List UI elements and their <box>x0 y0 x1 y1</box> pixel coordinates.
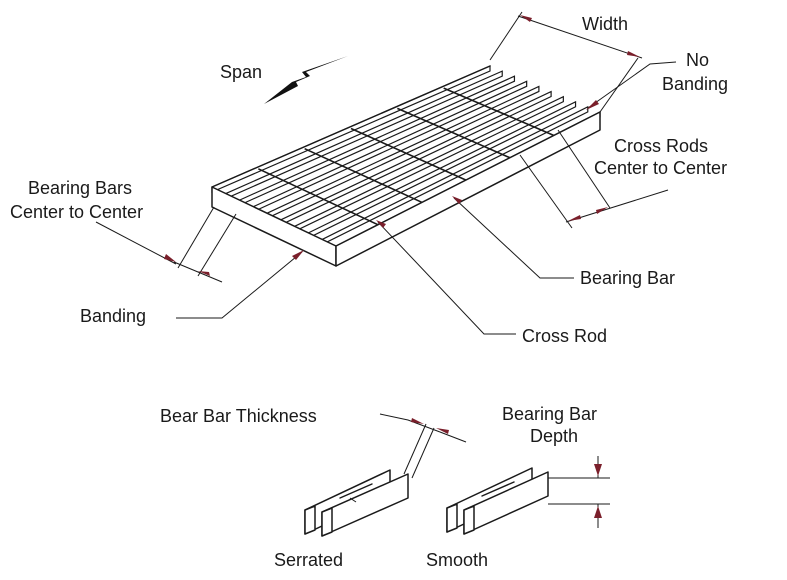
bar-depth-dimension <box>548 456 610 528</box>
cross-rod-leader <box>376 220 516 335</box>
depth-arrow-bottom <box>594 506 602 518</box>
banding-label: Banding <box>80 306 146 326</box>
bearing-bar-leader <box>452 196 574 279</box>
span-label: Span <box>220 62 262 82</box>
cross-rod-arrow <box>376 220 386 228</box>
bearing-bars-arrow-right <box>198 271 210 276</box>
banding-arrow <box>292 250 304 260</box>
depth-arrow-top <box>594 464 602 476</box>
serrated-label: Serrated <box>274 550 343 570</box>
bearing-bars-arrow-left <box>164 254 176 262</box>
width-arrow-right <box>627 51 640 57</box>
smooth-bar-pair <box>446 467 549 535</box>
bearing-bar-label: Bearing Bar <box>580 268 675 288</box>
width-label: Width <box>582 14 628 34</box>
side-bearing-bar <box>335 111 601 267</box>
cross-rods-label-line2: Center to Center <box>594 158 727 178</box>
no-banding-label-line1: No <box>686 50 709 70</box>
bearing-bars-label-line2: Center to Center <box>10 202 143 222</box>
thickness-arrow-right <box>436 428 449 434</box>
bear-bar-thickness-label: Bear Bar Thickness <box>160 406 317 426</box>
grating-panel <box>211 65 601 267</box>
cross-rod <box>304 147 425 205</box>
no-banding-arrow <box>586 100 599 110</box>
cross-rod-label: Cross Rod <box>522 326 607 346</box>
cross-rods-arrow-right <box>596 207 608 214</box>
no-banding-leader <box>586 61 677 110</box>
serrated-bar-pair <box>304 469 409 537</box>
bearing-bar-depth-label-line1: Bearing Bar <box>502 404 597 424</box>
cross-rod <box>397 107 513 160</box>
no-banding-edge <box>211 65 491 188</box>
bar-thickness-dimension <box>379 413 467 479</box>
width-arrow-left <box>520 15 532 22</box>
bearing-bars-label-line1: Bearing Bars <box>28 178 132 198</box>
smooth-label: Smooth <box>426 550 488 570</box>
no-banding-label-line2: Banding <box>662 74 728 94</box>
bearing-bar-depth-label-line2: Depth <box>530 426 578 446</box>
cross-rods <box>257 87 557 227</box>
cross-rod <box>257 168 381 227</box>
bearing-bar-arrow <box>452 196 462 204</box>
cross-rod <box>350 127 469 182</box>
span-arrow <box>264 56 348 104</box>
cross-rods-arrow-left <box>568 215 581 221</box>
width-dimension <box>489 11 643 113</box>
bearing-bars-dimension <box>95 206 237 283</box>
cross-rods-dimension <box>519 129 669 229</box>
banding-leader <box>176 250 304 319</box>
thickness-arrow-left <box>411 418 424 424</box>
cross-rod <box>443 87 557 138</box>
cross-rods-label-line1: Cross Rods <box>614 136 708 156</box>
